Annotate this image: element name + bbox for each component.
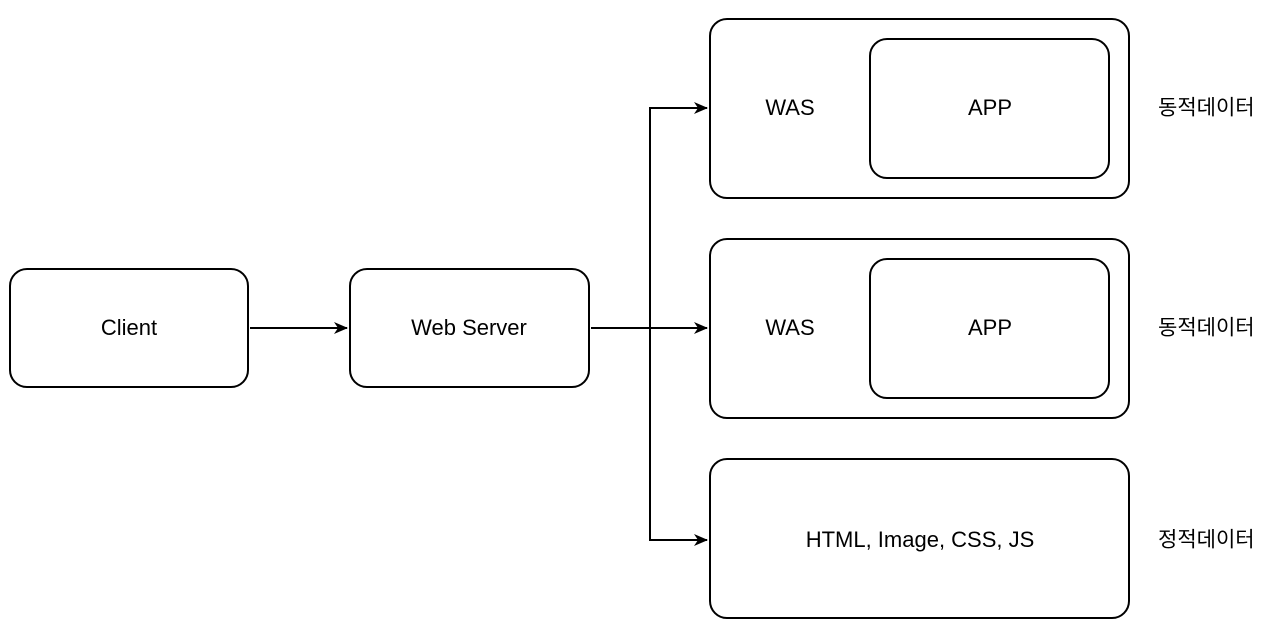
app-mid-node[interactable] xyxy=(869,258,1110,399)
static-content-node[interactable] xyxy=(709,458,1130,619)
app-top-label: APP xyxy=(967,95,1013,120)
client-node[interactable] xyxy=(9,268,249,388)
dynamic-data-label-top: 동적데이터 xyxy=(1158,95,1255,120)
edge-webserver-to-static xyxy=(649,328,708,546)
dynamic-data-label-mid: 동적데이터 xyxy=(1158,315,1255,340)
client-label: Client xyxy=(100,315,158,340)
static-content-label: HTML, Image, CSS, JS xyxy=(805,527,1035,552)
web-server-label: Web Server xyxy=(411,315,527,340)
app-mid-label: APP xyxy=(967,315,1013,340)
edge-webserver-to-was-top xyxy=(591,102,708,329)
was-mid-label: WAS xyxy=(765,315,815,340)
static-data-label: 정적데이터 xyxy=(1158,527,1255,552)
app-top-node[interactable] xyxy=(869,38,1110,179)
web-server-node[interactable] xyxy=(349,268,590,388)
was-top-label: WAS xyxy=(765,95,815,120)
